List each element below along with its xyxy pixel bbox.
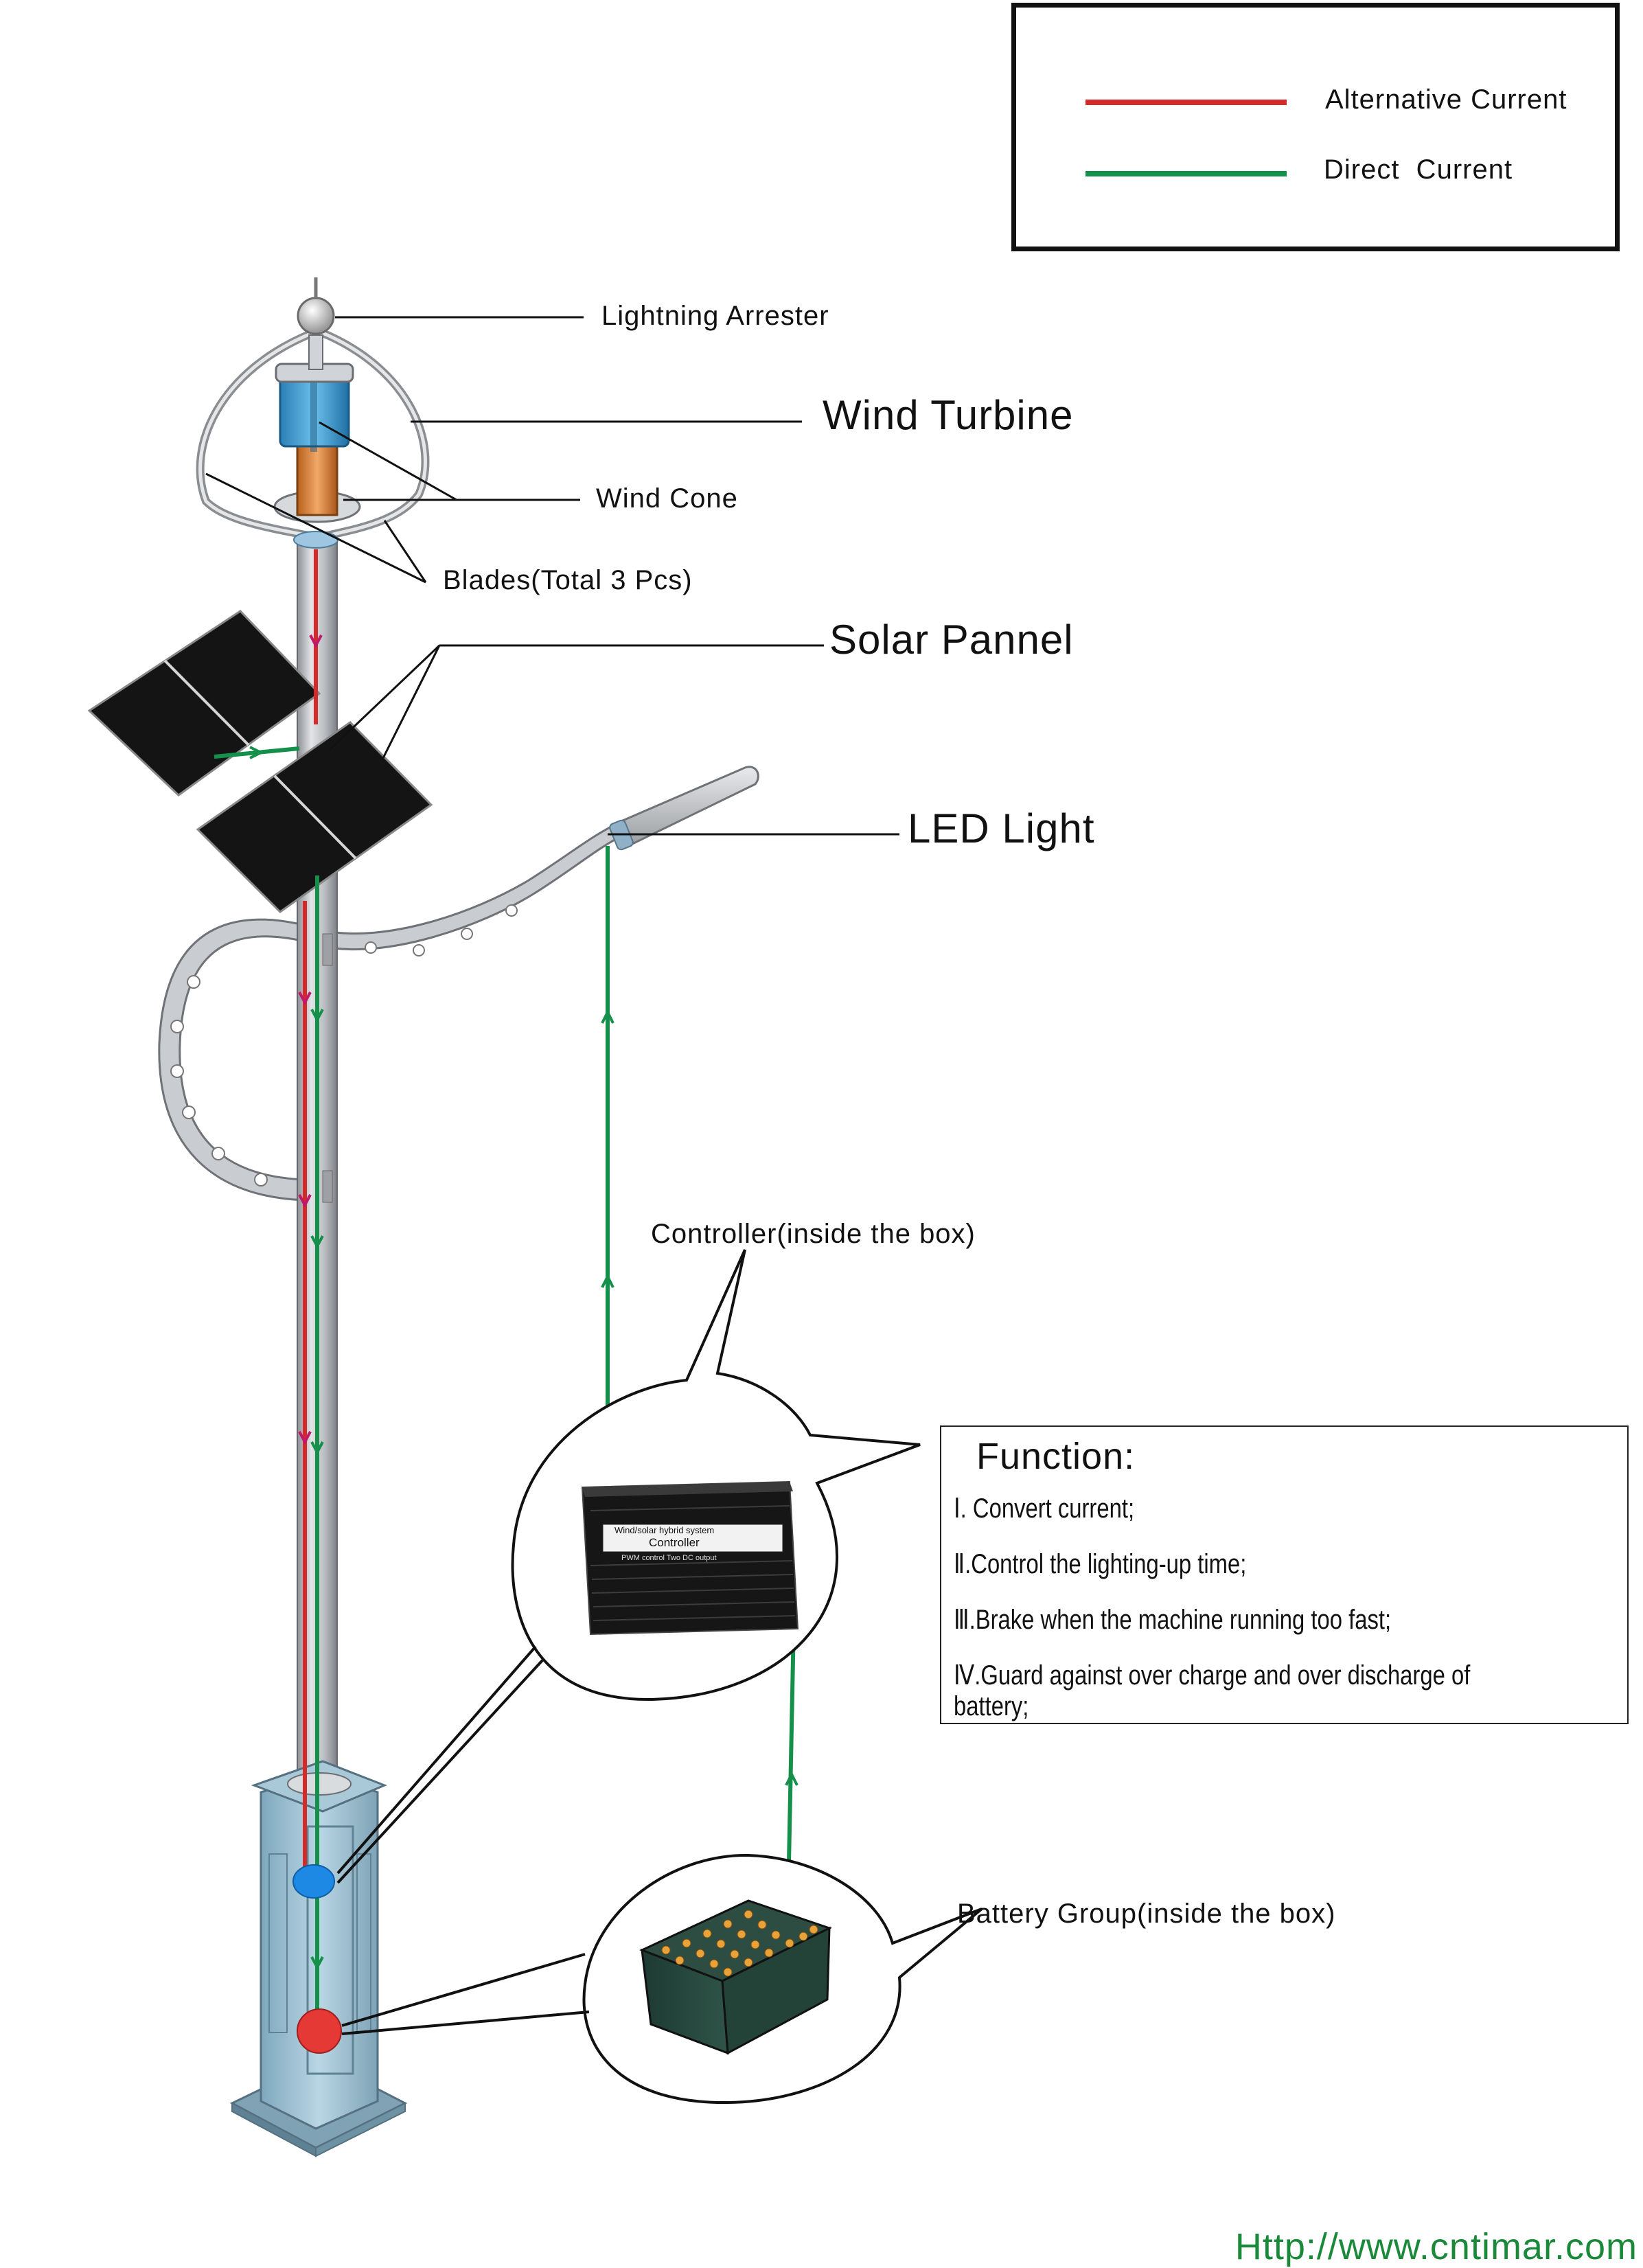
legend-dc-label: Direct Current: [1324, 154, 1513, 185]
controller-marker: [292, 1864, 335, 1899]
battery-group: [639, 1899, 832, 2055]
controller-device-line1: Wind/solar hybrid system: [614, 1525, 714, 1535]
function-item-3: Ⅲ.Brake when the machine running too fas…: [954, 1605, 1392, 1635]
function-title: Function:: [976, 1436, 1136, 1477]
legend-ac-label: Alternative Current: [1325, 84, 1567, 115]
led-lamp-head: [609, 766, 759, 851]
legend: Alternative Current Direct Current: [1011, 3, 1620, 251]
label-controller: Controller(inside the box): [651, 1219, 976, 1249]
label-wind-cone: Wind Cone: [596, 483, 738, 514]
function-item-2: Ⅱ.Control the lighting-up time;: [954, 1549, 1247, 1579]
label-led-light: LED Light: [908, 805, 1095, 851]
function-box: Function: Ⅰ. Convert current; Ⅱ.Control …: [940, 1425, 1629, 1724]
controller-device-line2: Controller: [649, 1536, 700, 1549]
solar-panel-upper: [87, 610, 321, 797]
label-blades: Blades(Total 3 Pcs): [443, 565, 693, 595]
function-item-4: Ⅳ.Guard against over charge and over dis…: [954, 1660, 1471, 1721]
legend-ac-swatch: [1085, 100, 1287, 105]
function-item-1: Ⅰ. Convert current;: [954, 1493, 1135, 1524]
lightning-arrester-ball: [297, 297, 335, 335]
solar-panel-lower: [196, 721, 433, 913]
label-wind-turbine: Wind Turbine: [823, 392, 1074, 438]
leader-lines: [205, 316, 899, 836]
label-lightning-arrester: Lightning Arrester: [601, 301, 829, 331]
website-url[interactable]: Http://www.cntimar.com: [1234, 2226, 1638, 2267]
controller-device-line3: PWM control Two DC output: [621, 1554, 717, 1562]
ac-wire: [298, 549, 323, 1873]
controller-callout: [511, 1249, 921, 1702]
label-solar-panel: Solar Pannel: [829, 617, 1074, 663]
lamp-arm: [158, 821, 626, 1202]
controller-device: Wind/solar hybrid system Controller PWM …: [581, 1480, 799, 1636]
label-battery: Battery Group(inside the box): [957, 1899, 1336, 1929]
battery-marker: [297, 2008, 342, 2054]
legend-dc-swatch: [1085, 171, 1287, 176]
